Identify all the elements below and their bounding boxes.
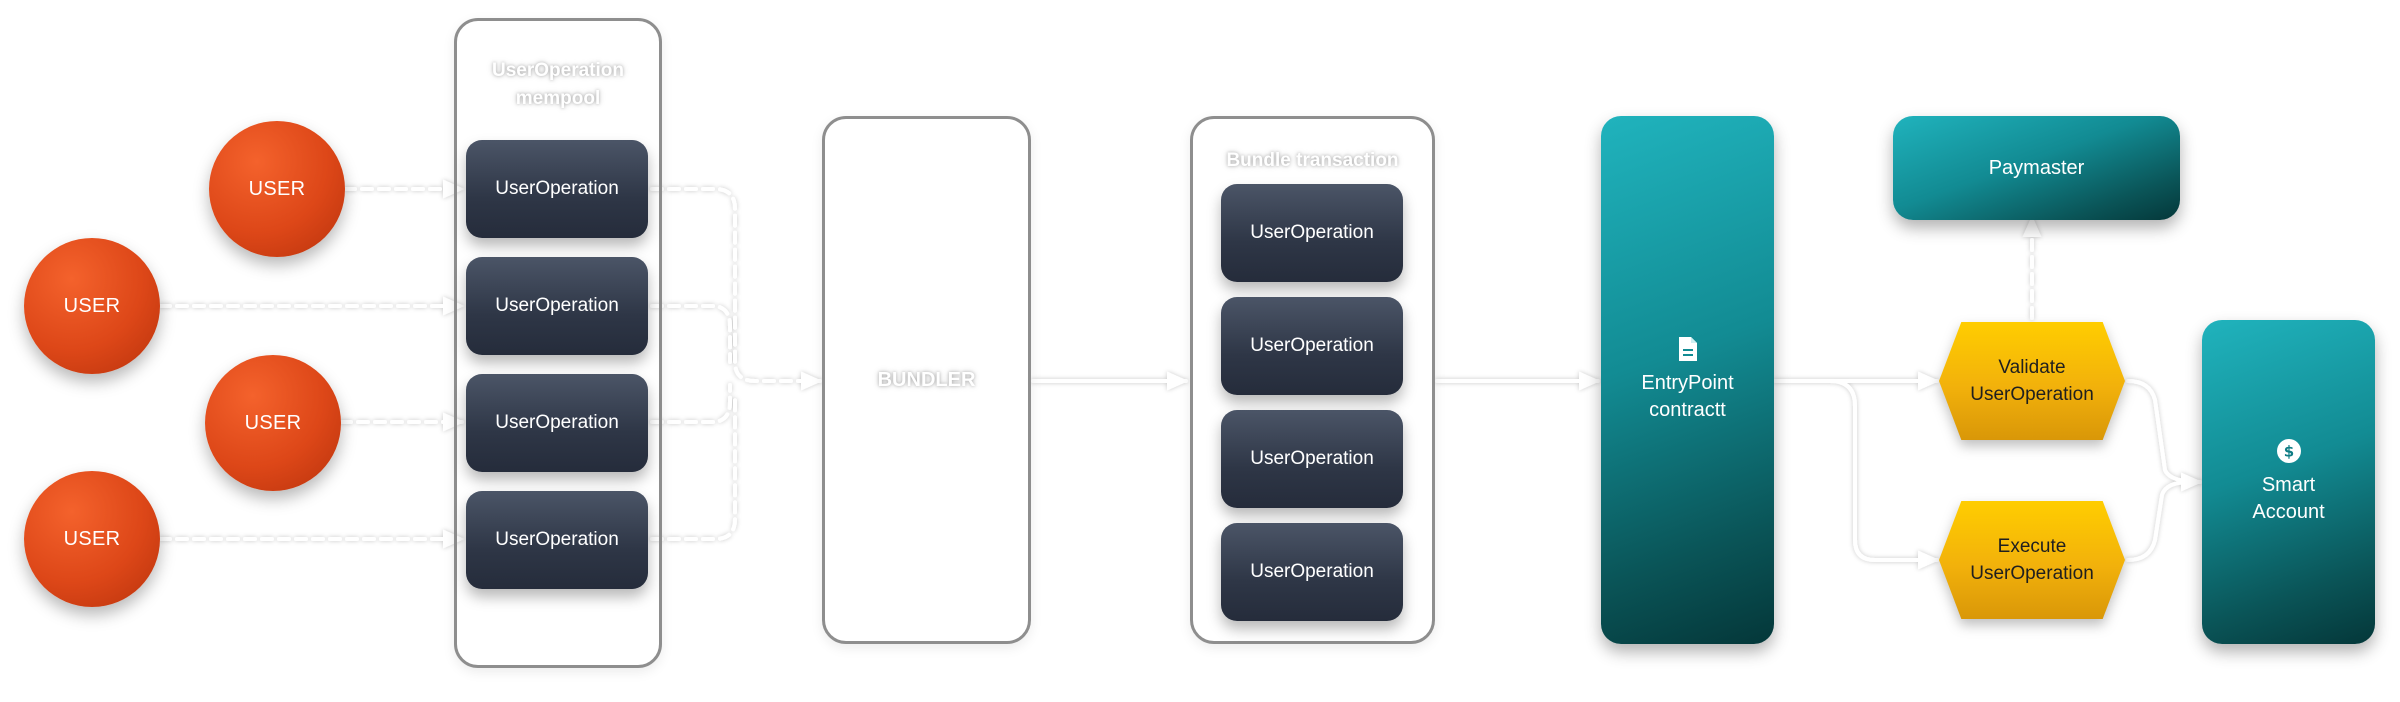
validate-useroperation: Validate UserOperation <box>1939 322 2125 440</box>
user-node-3: USER <box>205 355 341 491</box>
mempool-operation-1: UserOperation <box>466 140 648 238</box>
mempool-operation-2: UserOperation <box>466 257 648 355</box>
operation-label: UserOperation <box>495 178 619 199</box>
document-icon <box>1677 336 1699 362</box>
user-node-1: USER <box>209 121 345 257</box>
execute-useroperation: Execute UserOperation <box>1939 501 2125 619</box>
mempool-container: UserOperation mempool <box>454 18 662 668</box>
bundler-label: BUNDLER <box>877 369 976 391</box>
user-label: USER <box>63 527 121 550</box>
bundle-transaction-container: Bundle transaction <box>1190 116 1435 644</box>
entrypoint-label-line2: contractt <box>1649 399 1726 421</box>
arrow-op4-merge <box>650 398 737 541</box>
entrypoint-contract: EntryPoint contractt <box>1601 116 1774 644</box>
smart-account-label-line2: Account <box>2252 501 2325 523</box>
operation-label: UserOperation <box>1250 335 1374 356</box>
svg-text:$: $ <box>2283 443 2293 461</box>
validate-label-line2: UserOperation <box>1970 384 2094 405</box>
execute-label-line2: UserOperation <box>1970 563 2094 584</box>
dollar-coin-icon: $ <box>2276 438 2302 464</box>
bundle-operation-1: UserOperation <box>1221 184 1403 282</box>
execute-label-line1: Execute <box>1997 536 2067 557</box>
arrow-op1-merge <box>650 187 823 391</box>
validate-label-line1: Validate <box>1998 357 2066 378</box>
operation-label: UserOperation <box>495 529 619 550</box>
arrow-entrypoint-to-execute <box>1828 379 1940 570</box>
arrow-execute-to-account <box>2126 480 2192 562</box>
bundle-operation-2: UserOperation <box>1221 297 1403 395</box>
mempool-operation-4: UserOperation <box>466 491 648 589</box>
user-node-2: USER <box>24 238 160 374</box>
bundle-operation-3: UserOperation <box>1221 410 1403 508</box>
arrow-op3-merge <box>650 383 732 424</box>
user-node-4: USER <box>24 471 160 607</box>
bundler-box: BUNDLER <box>822 116 1031 644</box>
validate-hexagon-wrap: Validate UserOperation <box>1939 322 2125 440</box>
bundle-title: Bundle transaction <box>1226 150 1399 171</box>
operation-label: UserOperation <box>495 295 619 316</box>
user-label: USER <box>244 411 302 434</box>
execute-hexagon-wrap: Execute UserOperation <box>1939 501 2125 619</box>
arrow-op2-merge <box>650 304 732 364</box>
user-label: USER <box>248 177 306 200</box>
operation-label: UserOperation <box>1250 222 1374 243</box>
entrypoint-label-line1: EntryPoint <box>1641 372 1734 394</box>
operation-label: UserOperation <box>1250 561 1374 582</box>
arrow-validate-to-account <box>2126 379 2203 492</box>
paymaster-label: Paymaster <box>1988 156 2085 179</box>
paymaster-box: Paymaster <box>1893 116 2180 220</box>
user-label: USER <box>63 294 121 317</box>
smart-account-label-line1: Smart <box>2261 474 2316 496</box>
operation-label: UserOperation <box>495 412 619 433</box>
bundle-operation-4: UserOperation <box>1221 523 1403 621</box>
mempool-operation-3: UserOperation <box>466 374 648 472</box>
operation-label: UserOperation <box>1250 448 1374 469</box>
mempool-title: UserOperation mempool <box>492 60 624 109</box>
smart-account: $ Smart Account <box>2202 320 2375 644</box>
